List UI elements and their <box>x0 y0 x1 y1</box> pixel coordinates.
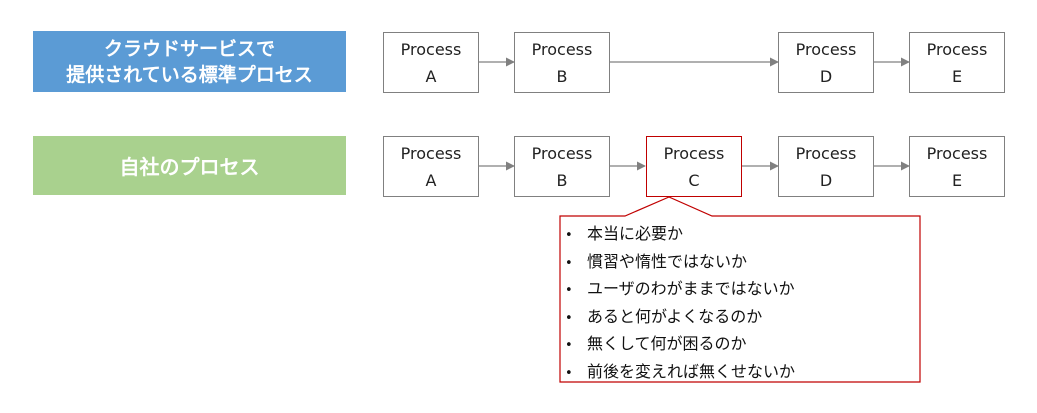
question-text: ユーザのわがままではないか <box>587 279 795 298</box>
standard-process-a: Process A <box>383 32 479 93</box>
own-process-b: Process B <box>514 136 610 197</box>
question-text: あると何がよくなるのか <box>587 306 763 326</box>
own-process-e: Process E <box>909 136 1005 197</box>
own-process-d: Process D <box>778 136 874 197</box>
bullet: • <box>565 228 573 243</box>
bullet: • <box>565 338 573 353</box>
bullet: • <box>565 365 573 381</box>
process-word: Process <box>795 39 857 59</box>
question-text: 本当に必要か <box>587 224 684 243</box>
process-letter: C <box>688 170 700 190</box>
bullet: • <box>565 283 573 298</box>
process-word: Process <box>926 39 988 59</box>
bullet: • <box>565 255 573 271</box>
standard-label-line2: 提供されている標準プロセス <box>66 63 313 86</box>
list-item: • 無くして何が困るのか <box>565 331 795 359</box>
callout-bubble <box>559 196 921 383</box>
list-item: • ユーザのわがままではないか <box>565 276 795 304</box>
own-process-c: Process C <box>646 136 742 197</box>
list-item: • あると何がよくなるのか <box>565 304 795 332</box>
process-word: Process <box>400 39 462 59</box>
question-text: 無くして何が困るのか <box>587 334 747 353</box>
process-letter: A <box>425 66 437 86</box>
list-item: • 前後を変えれば無くせないか <box>565 359 795 387</box>
process-letter: E <box>951 170 963 190</box>
standard-process-b: Process B <box>514 32 610 93</box>
process-word: Process <box>400 143 462 163</box>
process-letter: B <box>556 66 568 86</box>
standard-process-d: Process D <box>778 32 874 93</box>
list-item: • 本当に必要か <box>565 221 795 249</box>
process-word: Process <box>795 143 857 163</box>
process-letter: D <box>819 66 833 86</box>
question-text: 慣習や惰性ではないか <box>587 251 748 271</box>
own-process-a: Process A <box>383 136 479 197</box>
process-letter: E <box>951 66 963 86</box>
process-letter: D <box>819 170 833 190</box>
question-text: 前後を変えれば無くせないか <box>587 361 796 381</box>
standard-process-label: クラウドサービスで 提供されている標準プロセス <box>33 31 346 92</box>
standard-process-e: Process E <box>909 32 1005 93</box>
process-word: Process <box>663 143 725 163</box>
standard-label-line1: クラウドサービスで <box>103 37 275 60</box>
process-word: Process <box>926 143 988 163</box>
process-word: Process <box>531 39 593 59</box>
bullet: • <box>565 310 573 326</box>
process-letter: B <box>556 170 568 190</box>
own-process-label: 自社のプロセス <box>33 136 346 195</box>
callout-question-list: • 本当に必要か • 慣習や惰性ではないか • ユーザのわがままではないか • あると何… <box>565 221 795 386</box>
process-letter: A <box>425 170 437 190</box>
process-word: Process <box>531 143 593 163</box>
list-item: • 慣習や惰性ではないか <box>565 249 795 277</box>
